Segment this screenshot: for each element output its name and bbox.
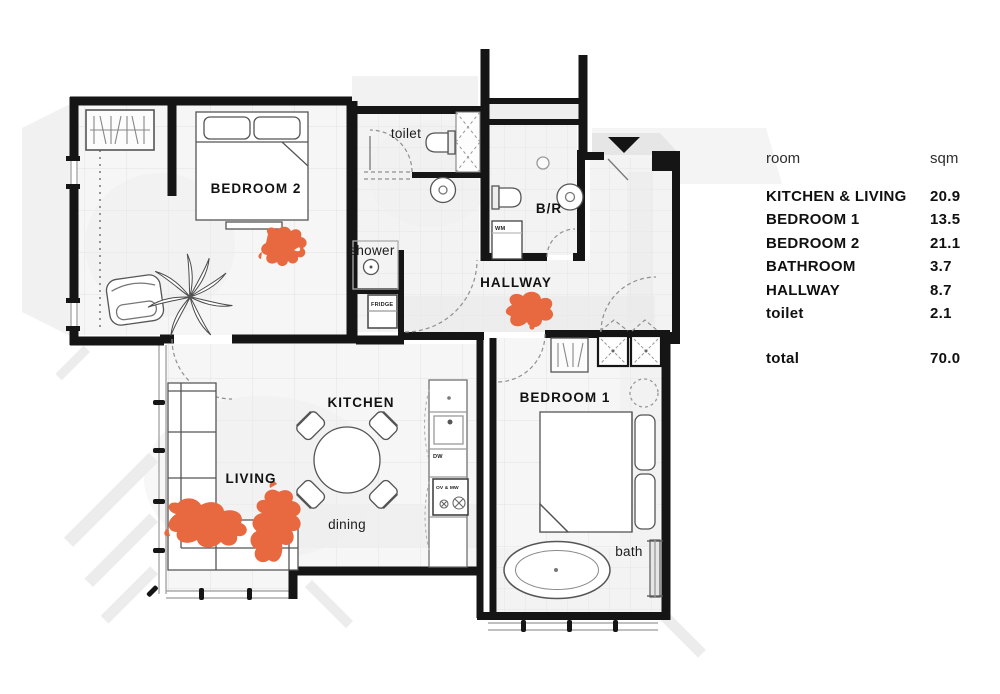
entry-door-leaf (607, 158, 629, 181)
room-sqm: 20.9 (930, 188, 961, 205)
toilet-fixture-wc (425, 130, 456, 155)
room-labels: BEDROOM 2 toilet B/R shower FRIDGE HALLW… (211, 126, 643, 559)
table-row: BEDROOM 2 21.1 (766, 232, 978, 255)
table-row: HALLWAY 8.7 (766, 279, 978, 302)
storage-niche-hatched (455, 111, 481, 173)
paint-splash-living-right (250, 481, 301, 563)
washing-machine (491, 220, 523, 260)
column-header-sqm: sqm (930, 150, 959, 167)
label-bath: bath (615, 544, 642, 559)
exterior-shadow-streaks (22, 76, 782, 658)
room-name: toilet (766, 305, 804, 323)
paint-splash-living-left (164, 498, 247, 548)
room-sqm: 3.7 (930, 258, 952, 276)
double-bed-bedroom2 (195, 111, 309, 230)
room-name: HALLWAY (766, 281, 841, 299)
label-kitchen: KITCHEN (328, 395, 395, 410)
walls (69, 49, 680, 620)
kitchen-counter (424, 379, 469, 568)
shower-stall (352, 240, 399, 290)
label-bedroom1: BEDROOM 1 (520, 390, 611, 405)
br-toilet-fixture (491, 185, 522, 210)
area-table: room sqm KITCHEN & LIVING 20.9 BEDROOM 1… (766, 149, 978, 371)
room-name: KITCHEN & LIVING (766, 188, 907, 205)
fridge-box (367, 294, 398, 329)
paint-splashes (164, 226, 554, 563)
ceiling-light-dashed (629, 378, 659, 408)
bathtub (503, 540, 611, 600)
label-dw: DW (433, 454, 443, 460)
label-shower: shower (349, 243, 395, 258)
paint-splash-hallway (505, 291, 554, 328)
bathroom-sink (429, 176, 457, 204)
area-table-rows: KITCHEN & LIVING 20.9 BEDROOM 1 13.5 BED… (766, 185, 978, 325)
room-name: BATHROOM (766, 258, 856, 276)
room-sqm: 21.1 (930, 234, 961, 252)
label-toilet: toilet (391, 126, 421, 141)
room-sqm: 13.5 (930, 211, 961, 229)
plant (147, 253, 233, 336)
table-row: toilet 2.1 (766, 302, 978, 325)
armchair-bedroom2 (105, 274, 165, 326)
total-label: total (766, 350, 800, 368)
column-header-room: room (766, 150, 801, 167)
room-name: BEDROOM 1 (766, 211, 860, 229)
dining-table (313, 426, 381, 494)
label-fridge: FRIDGE (371, 302, 393, 308)
table-row: BATHROOM 3.7 (766, 255, 978, 278)
room-sqm: 8.7 (930, 281, 952, 299)
wardrobe-bedroom2 (85, 109, 155, 151)
label-dining: dining (328, 517, 366, 532)
wardrobe-bedroom1 (550, 337, 589, 373)
storage-boxes-crossed (596, 334, 663, 368)
label-living: LIVING (225, 471, 276, 486)
furniture (85, 109, 663, 600)
table-row: BEDROOM 1 13.5 (766, 208, 978, 231)
total-value: 70.0 (930, 350, 961, 368)
table-row: KITCHEN & LIVING 20.9 (766, 185, 978, 208)
label-br: B/R (536, 201, 562, 216)
room-name: BEDROOM 2 (766, 234, 860, 252)
label-ov-mw: OV & MW (436, 485, 459, 491)
entrance-triangle-icon (608, 137, 640, 153)
label-hallway: HALLWAY (480, 275, 552, 290)
label-wm: WM (495, 226, 505, 232)
br-light-fixture (536, 156, 550, 170)
dining-chairs (296, 411, 398, 509)
paint-splash-bedroom2 (258, 226, 307, 267)
oven-unit (432, 478, 469, 516)
area-table-header: room sqm (766, 149, 978, 169)
br-sink (556, 183, 584, 211)
double-bed-bedroom1 (539, 411, 656, 533)
radiator (647, 539, 663, 598)
door-swings (171, 129, 659, 400)
hob-burners (439, 496, 466, 510)
label-bedroom2: BEDROOM 2 (211, 181, 302, 196)
table-total-row: total 70.0 (766, 347, 978, 370)
room-sqm: 2.1 (930, 305, 952, 323)
